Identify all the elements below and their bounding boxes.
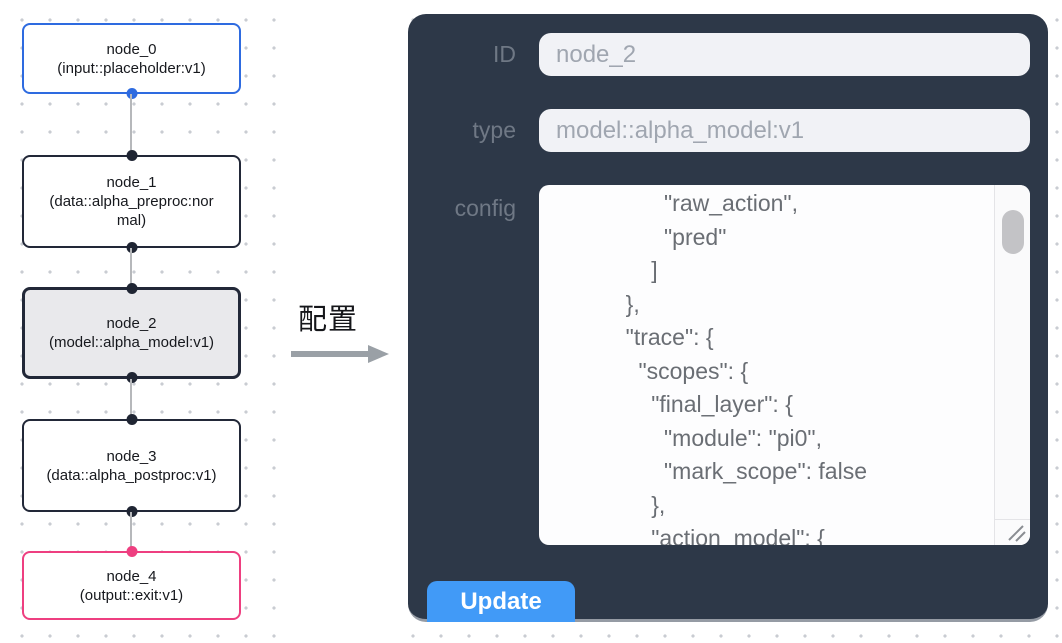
config-json-text[interactable]: "raw_action", "pred" ] }, "trace": { "sc… [625,190,867,545]
id-field-label: ID [493,41,516,67]
node-id-label: node_0 [106,40,157,58]
panel-canvas: ID type config "raw_action", "pred" ] },… [398,0,1062,643]
textarea-resize-corner[interactable] [994,519,1030,545]
node-type-label: (data::alpha_postproc:v1) [46,466,217,484]
config-textarea[interactable]: "raw_action", "pred" ] }, "trace": { "sc… [539,185,1030,545]
flow-node-node_2[interactable]: node_2 (model::alpha_model:v1) [22,283,241,383]
node-port-top[interactable] [126,150,137,161]
flow-node-node_1[interactable]: node_1 (data::alpha_preproc:normal) [22,150,241,253]
node-port-top[interactable] [126,546,137,557]
node-config-panel: ID type config "raw_action", "pred" ] },… [408,14,1048,622]
flow-node-node_4[interactable]: node_4 (output::exit:v1) [22,546,241,620]
type-field-label: type [472,117,516,143]
edge-connector [130,379,132,419]
resize-handle-icon [1008,525,1026,542]
node-port-bottom[interactable] [126,372,137,383]
id-input[interactable] [539,33,1030,76]
edge-connector [130,94,132,155]
flow-node-node_0[interactable]: node_0 (input::placeholder:v1) [22,23,241,99]
node-port-bottom[interactable] [126,88,137,99]
right-arrow-icon [291,345,389,363]
node-type-label: (data::alpha_preproc:normal) [49,193,214,229]
node-port-bottom[interactable] [126,242,137,253]
node-id-label: node_4 [106,567,157,585]
config-arrow-block: 配置 [288,296,400,366]
node-port-top[interactable] [126,414,137,425]
edge-connector [130,512,132,551]
edge-connector [130,248,132,287]
scrollbar-thumb[interactable] [1001,210,1024,254]
config-arrow-label: 配置 [298,304,359,336]
node-type-label: (input::placeholder:v1) [57,59,206,77]
flow-node-node_3[interactable]: node_3 (data::alpha_postproc:v1) [22,414,241,517]
node-id-label: node_1 [106,174,157,191]
type-input[interactable] [539,109,1030,152]
flow-canvas: node_0 (input::placeholder:v1) node_1 (d… [0,0,296,643]
config-scrollbar-track[interactable] [994,185,1030,519]
config-field-label: config [454,195,516,221]
node-id-label: node_3 [106,447,157,465]
update-button[interactable]: Update [427,581,575,622]
node-type-label: (model::alpha_model:v1) [48,334,215,351]
node-type-label: (output::exit:v1) [79,586,184,604]
node-id-label: node_2 [106,315,157,332]
node-port-bottom[interactable] [126,506,137,517]
node-port-top[interactable] [126,283,137,294]
